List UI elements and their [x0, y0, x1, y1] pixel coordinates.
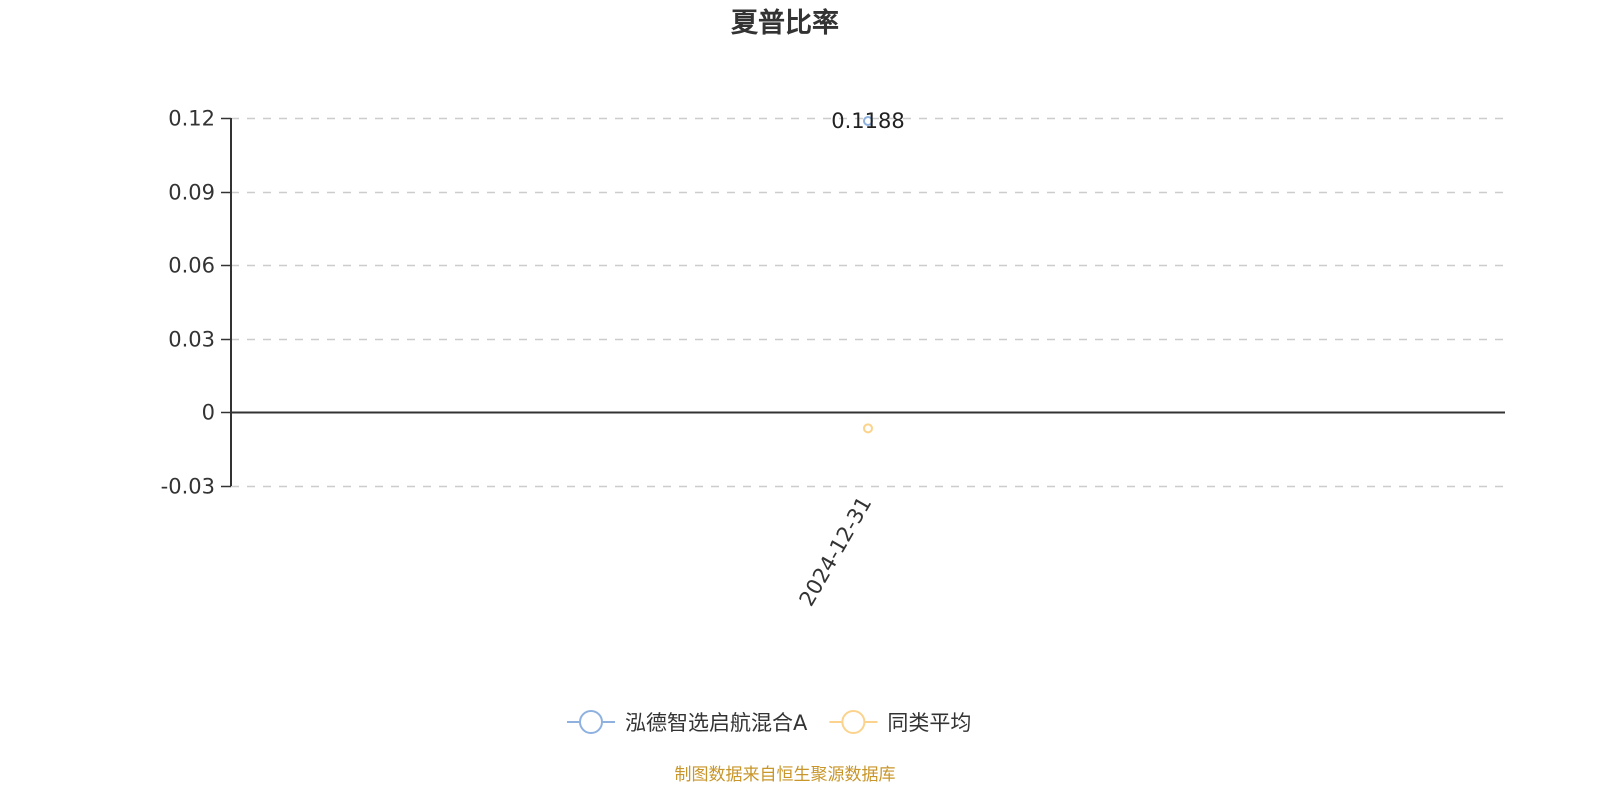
legend-circle-icon [841, 710, 866, 734]
source-note: 制图数据来自恒生聚源数据库 [675, 765, 896, 785]
legend: 泓德智选启航混合A 同类平均 [567, 710, 971, 735]
legend-label: 同类平均 [887, 711, 971, 735]
chart-title: 夏普比率 [731, 7, 839, 39]
series-layer: 0.1188 [831, 109, 905, 434]
data-point [863, 115, 873, 126]
x-axis: 2024-12-31 [231, 411, 1505, 611]
y-tick-label: 0.09 [168, 181, 215, 205]
legend-item: 泓德智选启航混合A [567, 710, 808, 735]
y-tick-label: 0.03 [168, 328, 215, 352]
grid [231, 117, 1505, 488]
y-tick-label: 0 [202, 401, 215, 425]
y-tick-label: -0.03 [161, 475, 215, 499]
data-point [863, 423, 873, 434]
legend-circle-icon [579, 710, 603, 734]
data-label: 0.1188 [831, 109, 904, 133]
y-tick-label: 0.06 [168, 254, 215, 278]
y-tick-label: 0.12 [168, 107, 215, 131]
legend-label: 泓德智选启航混合A [625, 711, 808, 735]
x-tick-label: 2024-12-31 [795, 493, 877, 611]
legend-item: 同类平均 [829, 710, 971, 735]
y-axis: 0.12 0.09 0.06 0.03 0 -0.03 [161, 107, 232, 499]
